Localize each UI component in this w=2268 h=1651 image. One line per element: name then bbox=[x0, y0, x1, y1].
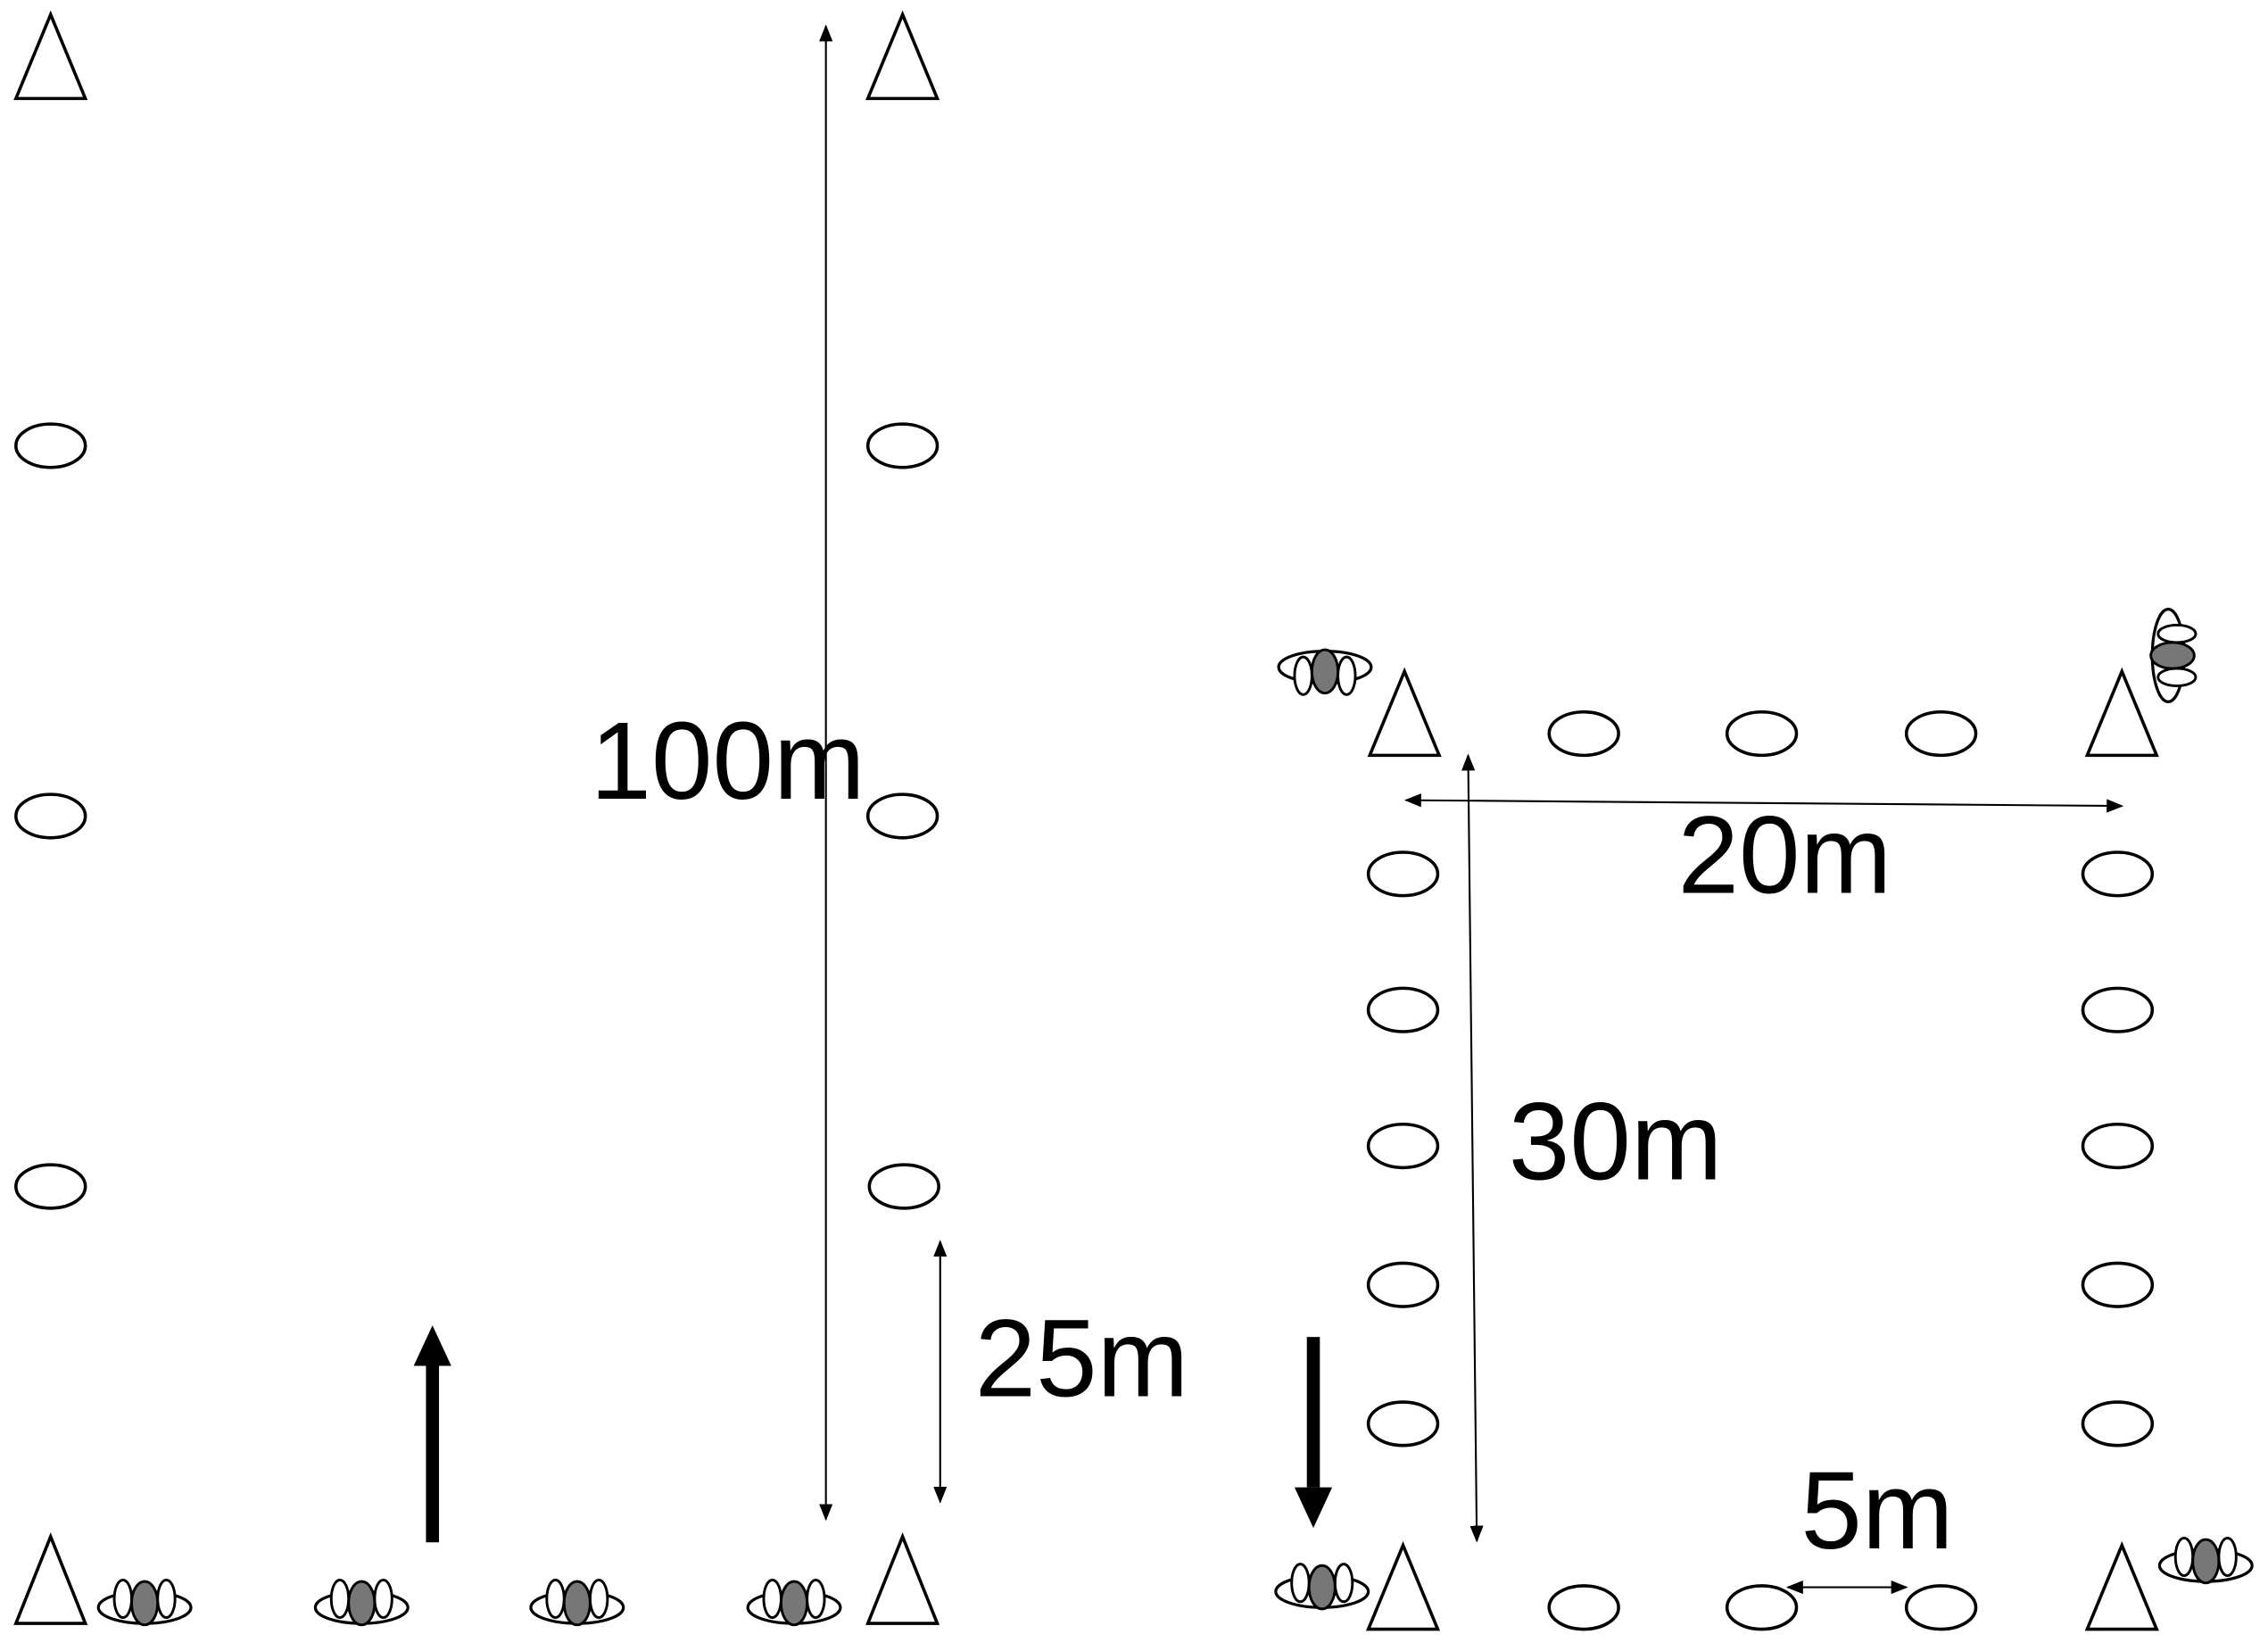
player-icon bbox=[313, 1578, 410, 1627]
marker-disc-icon bbox=[1547, 709, 1620, 758]
marker-discs bbox=[14, 422, 2155, 1631]
marker-disc-icon bbox=[2081, 986, 2155, 1033]
player-icon bbox=[1274, 1563, 1370, 1611]
players bbox=[96, 608, 2254, 1627]
cone-icon bbox=[13, 1532, 88, 1625]
player-icon bbox=[96, 1578, 193, 1627]
right-width-label: 20m bbox=[1678, 793, 1892, 917]
cone-icon bbox=[2084, 667, 2159, 758]
player-icon bbox=[1277, 648, 1373, 696]
marker-disc-icon bbox=[2081, 1122, 2155, 1170]
marker-disc-icon bbox=[14, 792, 87, 840]
player-icon bbox=[2149, 608, 2198, 704]
direction-arrow-icon bbox=[413, 1325, 451, 1543]
marker-disc-icon bbox=[1725, 1584, 1799, 1631]
marker-disc-icon bbox=[1904, 1584, 1978, 1631]
dimension-arrows bbox=[819, 24, 2124, 1595]
marker-disc-icon bbox=[867, 1163, 940, 1210]
marker-disc-icon bbox=[1904, 709, 1978, 758]
cone-icon bbox=[865, 10, 940, 101]
marker-disc-icon bbox=[1547, 1584, 1620, 1631]
marker-disc-icon bbox=[1366, 986, 1440, 1033]
cone-icon bbox=[865, 1532, 940, 1625]
player-icon bbox=[746, 1578, 842, 1627]
direction-arrow-icon bbox=[1294, 1337, 1333, 1529]
marker-disc-icon bbox=[1725, 709, 1799, 758]
left-spacing-label: 25m bbox=[975, 1298, 1189, 1421]
player-icon bbox=[2157, 1536, 2254, 1585]
cone-icon bbox=[2084, 1540, 2159, 1631]
marker-disc-icon bbox=[1366, 850, 1440, 898]
dimension-arrow-icon bbox=[1461, 753, 1484, 1543]
marker-disc-icon bbox=[2081, 1261, 2155, 1308]
marker-disc-icon bbox=[2081, 1400, 2155, 1448]
cone-icon bbox=[1365, 1540, 1441, 1631]
right-length-label: 30m bbox=[1509, 1080, 1723, 1203]
marker-disc-icon bbox=[14, 422, 87, 469]
marker-disc-icon bbox=[865, 792, 939, 840]
marker-disc-icon bbox=[1366, 1400, 1440, 1448]
dimension-arrow-icon bbox=[1403, 793, 2124, 813]
marker-disc-icon bbox=[1366, 1261, 1440, 1308]
marker-disc-icon bbox=[1366, 1122, 1440, 1170]
marker-disc-icon bbox=[2081, 850, 2155, 898]
cone-icon bbox=[1367, 667, 1442, 758]
marker-disc-icon bbox=[14, 1163, 87, 1210]
cone-icon bbox=[13, 10, 88, 101]
left-length-label: 100m bbox=[590, 700, 865, 823]
marker-disc-icon bbox=[865, 422, 939, 469]
player-icon bbox=[529, 1578, 625, 1627]
right-spacing-label: 5m bbox=[1800, 1449, 1953, 1572]
cones bbox=[13, 10, 2159, 1631]
